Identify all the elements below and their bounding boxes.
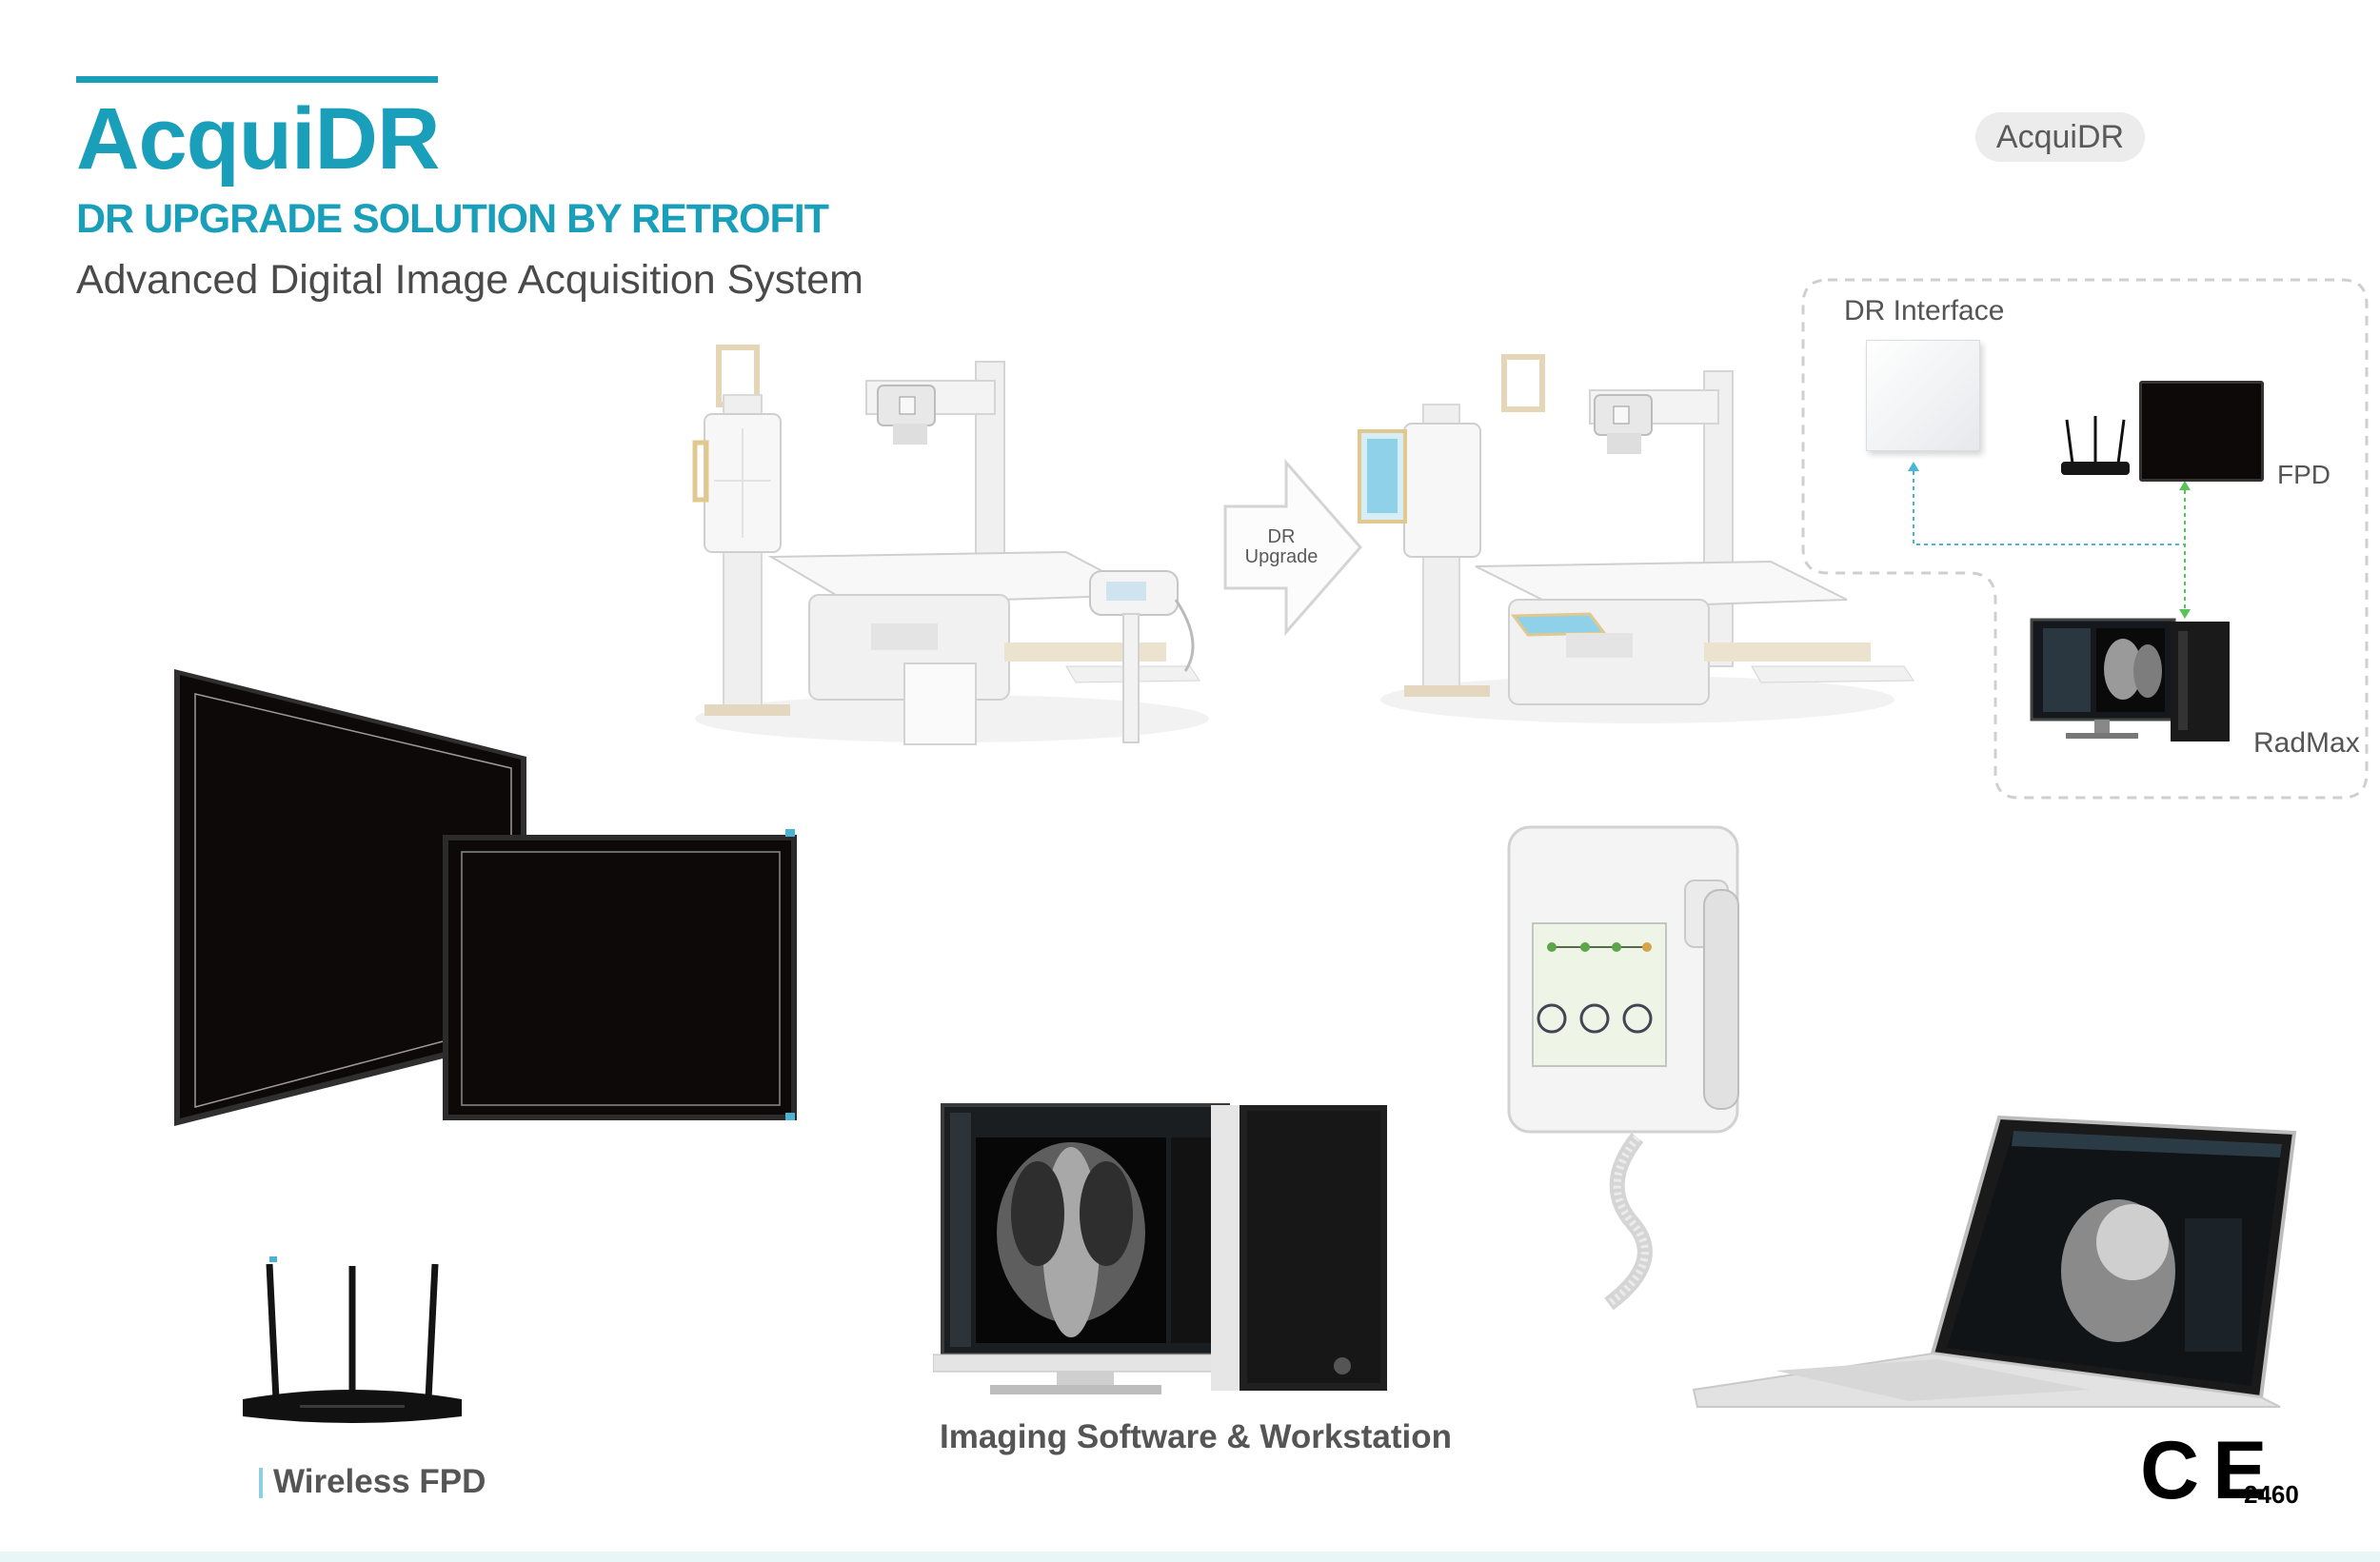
imaging-software-caption: Imaging Software & Workstation: [940, 1418, 1453, 1455]
radmax-workstation-icon: [2030, 618, 2230, 741]
xray-room-before: [692, 345, 1209, 745]
fpd-label: FPD: [2277, 460, 2330, 489]
wall-handswitch-unit: [1507, 825, 1739, 1311]
router-small-icon: [2061, 416, 2130, 475]
dr-upgrade-label: DR Upgrade: [1244, 526, 1319, 567]
footer-strip: [0, 1552, 2380, 1562]
page-title: AcquiDR: [76, 90, 440, 188]
interface-box-outline: [1801, 278, 2369, 800]
xray-room-after: [1358, 354, 1914, 723]
radmax-label: RadMax: [2253, 727, 2360, 759]
wireless-fpd-caption: Wireless FPD: [273, 1463, 486, 1500]
ce-notified-body-number: 2460: [2244, 1480, 2299, 1509]
laptop-workstation: [1692, 1115, 2297, 1408]
imaging-workstation: [933, 1103, 1387, 1394]
fpd-small-panel: [2139, 381, 2264, 482]
header-rule: [76, 76, 438, 83]
product-badge: AcquiDR: [1975, 112, 2145, 162]
dr-upgrade-arrow: [1223, 459, 1362, 636]
dr-interface-box: [1866, 340, 1980, 451]
caption-accent-bar: [259, 1468, 263, 1498]
page-subtitle: DR UPGRADE SOLUTION BY RETROFIT: [76, 196, 829, 242]
page-tagline: Advanced Digital Image Acquisition Syste…: [76, 257, 863, 303]
wireless-router-icon: [243, 1256, 462, 1423]
ce-mark: CE: [2140, 1425, 2281, 1516]
wireless-fpd-panels: [174, 669, 797, 1126]
dr-interface-label: DR Interface: [1844, 295, 2005, 326]
